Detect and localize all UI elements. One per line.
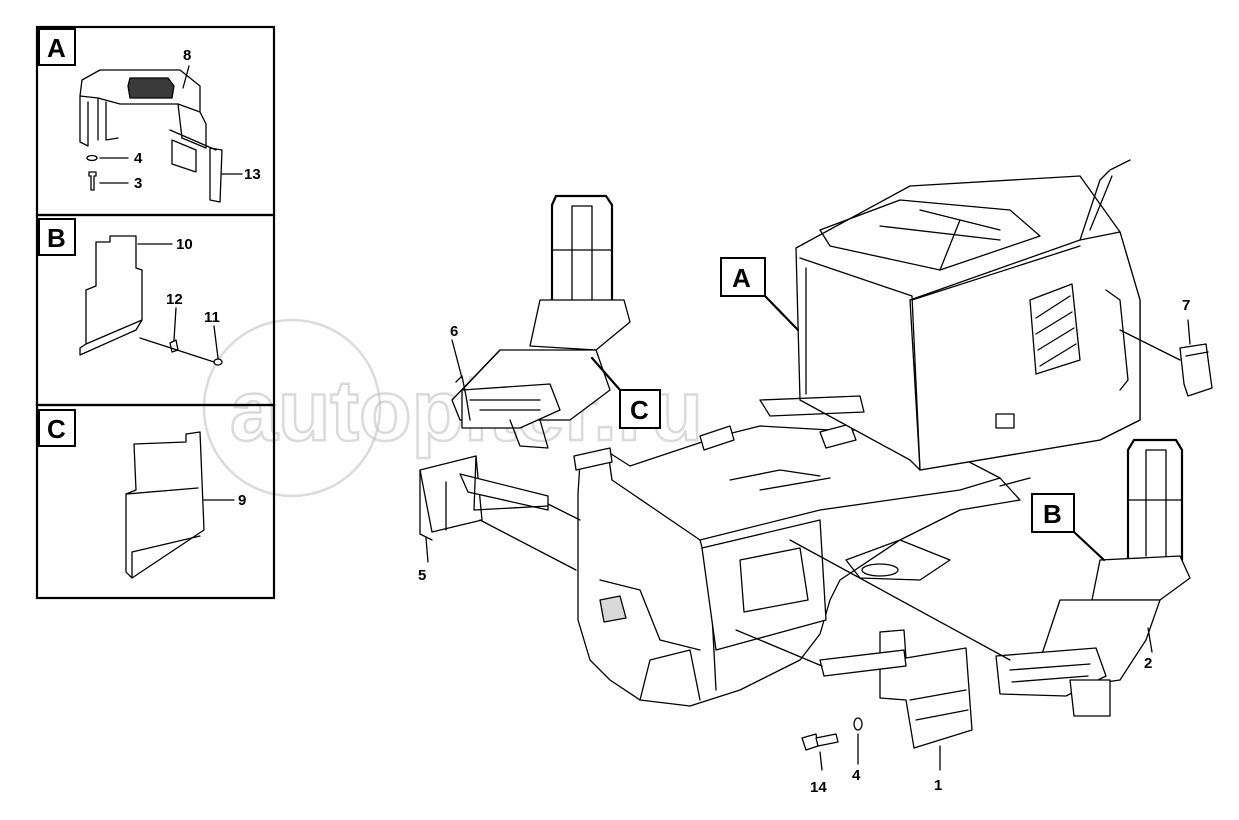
part-label-6: 6 (450, 323, 458, 340)
callout-a: A (720, 257, 800, 332)
callout-b: B (1031, 493, 1106, 562)
panel-a-letter: A (47, 33, 66, 63)
panel-b-letter: B (47, 223, 66, 253)
part-label-14: 14 (810, 779, 827, 796)
step-left: 5 (418, 455, 549, 584)
part-label-12: 12 (166, 291, 183, 308)
step-bottom: 1 14 4 (801, 629, 973, 796)
part-label-3: 3 (134, 175, 142, 192)
part-label-11: 11 (204, 309, 220, 326)
leader-lines (479, 477, 1031, 667)
callout-c: C (590, 356, 661, 429)
part-label-5: 5 (418, 567, 426, 584)
machine-frame (573, 423, 1021, 707)
detail-panel-b: B 10 12 11 (35, 213, 276, 407)
callout-c-letter: C (630, 395, 649, 425)
part-label-13: 13 (244, 166, 261, 183)
part-label-8: 8 (183, 47, 191, 64)
part-label-7: 7 (1182, 297, 1190, 314)
detail-panel-c: C 9 (35, 403, 276, 600)
ladder-left: 6 (450, 194, 631, 449)
detail-panel-a: A 8 4 3 13 (35, 25, 276, 217)
panel-c-letter: C (47, 414, 66, 444)
part-label-10: 10 (176, 236, 193, 253)
cab-enclosure (759, 159, 1141, 471)
rear-cover-part-7: 7 (1119, 297, 1213, 397)
ladder-right: 2 (995, 438, 1191, 717)
part-label-1: 1 (934, 777, 942, 794)
callout-b-letter: B (1043, 499, 1062, 529)
part-label-4a: 4 (134, 150, 143, 167)
part-label-2: 2 (1144, 655, 1152, 672)
callout-a-letter: A (732, 263, 751, 293)
part-label-9: 9 (238, 492, 246, 509)
part-label-4: 4 (852, 767, 861, 784)
